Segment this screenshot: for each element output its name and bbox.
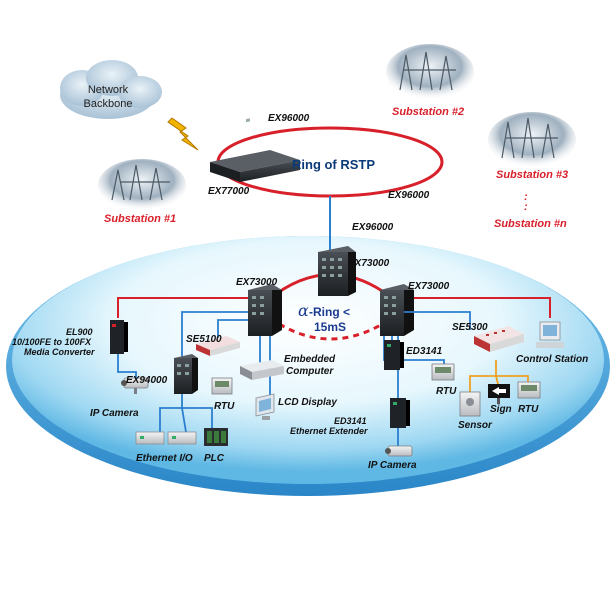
label-plc: PLC	[204, 453, 225, 464]
label-substation-dots: :	[524, 191, 528, 203]
label-control-station: Control Station	[516, 354, 588, 365]
label-ex94000: EX94000	[126, 375, 168, 386]
label-ex73000-left: EX73000	[236, 277, 278, 288]
label-se5300: SE5300	[452, 322, 488, 333]
label-ex73000-center: EX73000	[348, 258, 390, 269]
ex73000-core-switch	[318, 246, 356, 296]
label-rtu-mid: RTU	[436, 386, 457, 397]
network-backbone-cloud	[60, 60, 162, 119]
label-rtu-right: RTU	[518, 404, 539, 415]
label-substation-2: Substation #2	[392, 106, 464, 118]
control-station-computer	[536, 321, 564, 348]
label-rtu-left: RTU	[214, 401, 235, 412]
embedded-computer	[240, 360, 284, 380]
label-lcd-display: LCD Display	[278, 397, 337, 408]
label-ethernet-io: Ethernet I/O	[136, 453, 193, 464]
ip-camera-bottom	[385, 445, 413, 457]
label-substation-n: Substation #n	[494, 218, 567, 230]
lightning-bolt-icon	[167, 117, 199, 151]
backbone-label-line2: Backbone	[84, 98, 133, 110]
plc-device	[204, 428, 228, 446]
rtu-right-device	[517, 381, 541, 399]
ed3141-bottom-device	[390, 398, 410, 428]
ex77000-switch	[210, 118, 300, 182]
label-el900: EL900	[66, 327, 93, 337]
label-substation-1: Substation #1	[104, 213, 176, 225]
substation-1-image	[98, 159, 186, 211]
label-ex96000-top: EX96000	[268, 113, 310, 124]
label-substation-3: Substation #3	[496, 169, 568, 181]
rtu-mid-device	[431, 363, 455, 381]
label-ed3141-bottom: ED3141	[334, 416, 367, 426]
ethernet-io-devices	[135, 431, 197, 445]
label-alpha-ring-line2: 15mS	[314, 320, 346, 334]
label-ip-camera-bottom: IP Camera	[368, 460, 417, 471]
ex73000-left-switch	[248, 284, 282, 336]
label-ip-camera-left: IP Camera	[90, 408, 139, 419]
ip-camera-left	[121, 377, 149, 394]
label-ex96000-right: EX96000	[388, 190, 430, 201]
label-embedded-line2: Computer	[286, 366, 334, 377]
label-sign: Sign	[490, 404, 512, 415]
label-ex96000-center: EX96000	[352, 222, 394, 233]
label-ex77000: EX77000	[208, 186, 250, 197]
sensor-device	[459, 391, 481, 417]
label-alpha-ring-line1: -Ring <	[309, 305, 350, 319]
label-ex73000-right: EX73000	[408, 281, 450, 292]
lcd-display-monitor	[255, 393, 275, 420]
label-sensor: Sensor	[458, 420, 493, 431]
label-embedded-line1: Embedded	[284, 354, 336, 365]
label-se5100: SE5100	[186, 334, 222, 345]
label-el900-line2: 10/100FE to 100FX	[12, 337, 92, 347]
se5300-device	[474, 326, 524, 352]
se5100-device	[196, 336, 240, 356]
label-ethernet-extender: Ethernet Extender	[290, 426, 368, 436]
label-el900-line3: Media Converter	[24, 347, 95, 357]
ex73000-right-switch	[380, 284, 414, 336]
ed3141-top-device	[384, 340, 404, 370]
rtu-left-device	[211, 377, 233, 395]
el900-media-converter	[110, 320, 128, 354]
substation-3-image	[488, 112, 576, 168]
sign-device	[488, 384, 510, 404]
backbone-label-line1: Network	[88, 84, 129, 96]
label-alpha-symbol: α	[298, 301, 309, 320]
substation-2-image	[386, 44, 474, 100]
red-bus-lines	[117, 297, 551, 318]
label-ed3141-top: ED3141	[406, 346, 443, 357]
label-substation-dots-2: :	[524, 201, 528, 213]
label-ring-of-rstp: Ring of RSTP	[292, 157, 375, 172]
ex94000-switch	[174, 354, 198, 394]
